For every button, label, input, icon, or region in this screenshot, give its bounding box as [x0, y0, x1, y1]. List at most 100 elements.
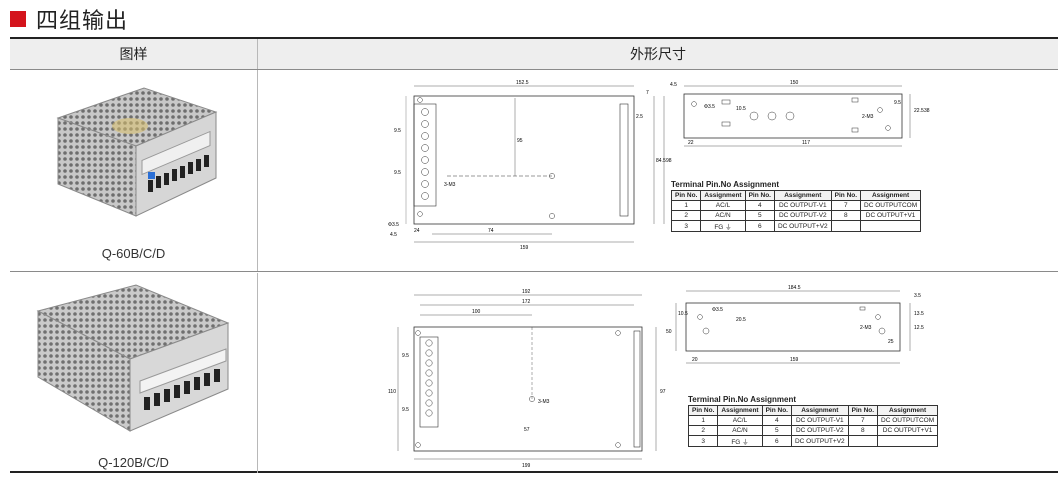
pin-cell: 1 [670, 200, 702, 211]
pin-cell: 6 [744, 220, 775, 232]
pin-header: Assignment [700, 190, 746, 201]
dim-hole-dia: 3-M3 [444, 182, 456, 188]
pin-cell [830, 220, 862, 232]
pin-row: 3 FG ⏚ 6 DC OUTPUT+V2 [687, 435, 939, 447]
pin-cell: DC OUTPUT-V1 [790, 415, 849, 426]
dim-h2: 22.5 [914, 108, 924, 114]
dimension-cell: 152.5 159 74 24 95 84.5 98 9.5 9.5 3-M3 … [258, 70, 1058, 271]
pin-header: Assignment [773, 190, 832, 201]
dim-pitch-a: 9.5 [394, 128, 401, 134]
pin-table-title: Terminal Pin.No Assignment [688, 395, 797, 404]
pin-cell: DC OUTPUT+V2 [790, 435, 849, 447]
pin-cell: 2 [687, 425, 719, 436]
dim-hole-span: 74 [488, 228, 494, 234]
pin-row: 1 AC/L 4 DC OUTPUT-V1 7 DC OUTPUTCOM [670, 200, 922, 211]
pin-cell: DC OUTPUT+V1 [860, 210, 922, 221]
product-cell: Q-60B/C/D [10, 70, 258, 271]
dim-top-width: 192 [522, 289, 531, 295]
pin-row: 2 AC/N 5 DC OUTPUT-V2 8 DC OUTPUT+V1 [687, 425, 939, 436]
dim-h2: 20.5 [736, 317, 746, 323]
pin-cell: 8 [847, 425, 879, 436]
dim-pitch-b: 9.5 [394, 170, 401, 176]
dim-hole-b: 2-M3 [862, 114, 874, 120]
side-view-drawing-q60: 150 117 22 10.5 22.5 38 9.5 Φ3.5 2-M3 4.… [670, 80, 930, 147]
red-square-icon [10, 11, 26, 27]
dim-inner: 159 [790, 357, 799, 363]
pin-cell: 7 [830, 200, 862, 211]
front-view-drawing-q60: 152.5 159 74 24 95 84.5 98 9.5 9.5 3-M3 … [388, 80, 672, 251]
pin-assignment-table: Terminal Pin.No Assignment Pin No. Assig… [687, 395, 939, 447]
pin-cell: 7 [847, 415, 879, 426]
table-row: Q-60B/C/D [10, 70, 1058, 272]
pin-cell: AC/N [700, 210, 746, 221]
dim-inner: 117 [802, 140, 810, 146]
table-row: Q-120B/C/D 1 [10, 273, 1058, 473]
product-photo-q120 [36, 284, 230, 432]
pin-header: Pin No. [761, 405, 792, 416]
dim-pitch-b: 9.5 [402, 407, 409, 413]
dim-hole-b: 2-M3 [860, 325, 872, 331]
pin-cell: FG ⏚ [717, 435, 763, 447]
dim-hole-a: Φ3.5 [704, 104, 715, 110]
dim-edge-a: 3.5 [914, 293, 921, 299]
pin-cell: DC OUTPUT-V2 [790, 425, 849, 436]
pin-cell: AC/L [717, 415, 763, 426]
dim-top-width: 152.5 [516, 80, 529, 86]
dim-hole-a: Φ3.5 [712, 307, 723, 313]
dim-hole-dia: 3-M3 [538, 399, 550, 405]
dim-hole-offset: 24 [414, 228, 420, 234]
pin-cell: DC OUTPUT+V1 [877, 425, 939, 436]
dim-edge: 4.5 [670, 82, 677, 88]
pin-header: Pin No. [847, 405, 879, 416]
pin-cell: DC OUTPUTCOM [860, 200, 922, 211]
dim-h1: 10.5 [678, 311, 688, 317]
pin-cell: 6 [761, 435, 792, 447]
product-photo-q60 [56, 87, 218, 217]
dim-inner-height: 95 [517, 138, 523, 144]
dim-h3: 50 [666, 329, 672, 335]
pin-cell: 3 [670, 220, 702, 232]
pin-cell: FG ⏚ [700, 220, 746, 232]
dimension-cell: 192 172 100 199 110 97 57 3-M3 9.5 9.5 [258, 273, 1058, 473]
dim-width: 159 [520, 245, 529, 251]
dim-side: 98 [666, 158, 672, 164]
dim-h3: 38 [924, 108, 930, 114]
pin-row: 2 AC/N 5 DC OUTPUT-V2 8 DC OUTPUT+V1 [670, 210, 922, 221]
pin-row: 3 FG ⏚ 6 DC OUTPUT+V2 [670, 220, 922, 232]
pin-cell [877, 435, 939, 447]
pin-header: Pin No. [670, 190, 702, 201]
product-cell: Q-120B/C/D [10, 273, 258, 473]
pin-cell: DC OUTPUT-V2 [773, 210, 832, 221]
dim-h4: 9.5 [894, 100, 901, 106]
side-view-drawing-q120: 184.5 159 20 10.5 20.5 50 3.5 13.5 12.5 … [666, 285, 924, 364]
pin-cell: DC OUTPUTCOM [877, 415, 939, 426]
pin-cell: 4 [761, 415, 792, 426]
dim-edge-b: 13.5 [914, 311, 924, 317]
pin-cell [860, 220, 922, 232]
dim-low: 57 [524, 427, 530, 433]
header-picture: 图样 [10, 39, 258, 69]
pin-assignment-table: Terminal Pin.No Assignment Pin No. Assig… [670, 180, 922, 232]
pin-cell [847, 435, 879, 447]
dim-left: 22 [688, 140, 694, 146]
dim-inner-span: 100 [472, 309, 481, 315]
front-view-drawing-q120: 192 172 100 199 110 97 57 3-M3 9.5 9.5 [388, 289, 666, 469]
section-title: 四组输出 [36, 9, 129, 34]
pin-cell: 1 [687, 415, 719, 426]
pin-cell: 2 [670, 210, 702, 221]
spec-table: 图样 外形尺寸 [10, 37, 1058, 473]
pin-cell: 5 [761, 425, 792, 436]
dim-left: 20 [692, 357, 698, 363]
dim-edge-a: 4.5 [390, 232, 397, 238]
pin-cell: 3 [687, 435, 719, 447]
pin-header: Assignment [717, 405, 763, 416]
model-label: Q-60B/C/D [101, 246, 166, 261]
table-header: 图样 外形尺寸 [10, 39, 1058, 70]
pin-cell: 4 [744, 200, 775, 211]
dim-hole-dia2: Φ3.5 [388, 222, 399, 228]
dim-mid: 25 [888, 339, 894, 345]
dim-height: 110 [388, 389, 396, 395]
dim-pitch-a: 9.5 [402, 353, 409, 359]
pin-table-title: Terminal Pin.No Assignment [671, 180, 780, 189]
pin-cell: DC OUTPUT-V1 [773, 200, 832, 211]
